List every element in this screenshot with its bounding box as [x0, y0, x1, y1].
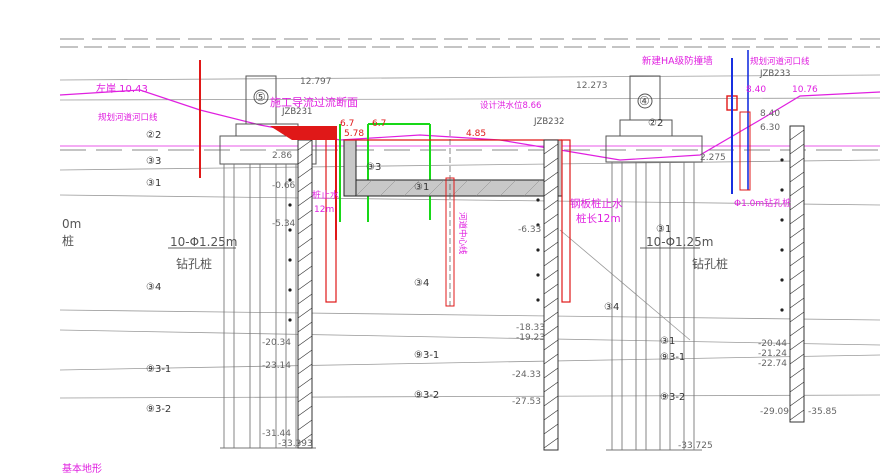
steel-pile-length-label: 桩长12m: [576, 212, 621, 225]
elev-7: 6.7: [372, 119, 386, 129]
left-bank-label: 左岸 10.43: [96, 82, 148, 95]
layer-tag: ③4: [414, 278, 429, 289]
elev-29: 8.40: [746, 85, 766, 95]
left-abutment: [219, 75, 317, 449]
left-pile-length-label: 12m: [314, 205, 334, 215]
elev-13: -6.33: [518, 225, 541, 235]
pier-mark-right: ④: [639, 94, 650, 108]
edge-top-label: 0m: [62, 217, 81, 231]
elev-26: -29.09: [760, 407, 789, 417]
right-drill-pile-label: Φ1.0m钻孔桩: [734, 197, 791, 209]
elev-18: -24.33: [512, 370, 541, 380]
layer-tag: ⑨3-1: [146, 364, 171, 375]
elev-16: -20.34: [262, 338, 291, 348]
elev-2: 12.273: [576, 81, 608, 91]
layer-tag: ⑨3-2: [414, 390, 439, 401]
layer-tag: ③1: [146, 178, 161, 189]
soil-layer-tags: ②2 ③3 ③1 ③4 ⑨3-1 ⑨3-2 ③3 ③1 ③4 ⑨3-1 ⑨3-2…: [146, 118, 685, 415]
elev-9: 2.86: [272, 151, 292, 161]
elev-22: -33.725: [678, 441, 713, 451]
elev-15: -19.23: [516, 333, 545, 343]
layer-tag: ②2: [146, 130, 161, 141]
diversion-channel: [343, 130, 563, 307]
edge-bottom-label: 桩: [62, 233, 74, 248]
elev-6: 6.7: [340, 119, 354, 129]
jz-mid-label: JZB232: [533, 117, 564, 127]
elevation-labels: 12.797 12.273 10.76 8.40 4.85 6.7 6.7 5.…: [262, 77, 837, 451]
flood-level-label: 设计洪水位8.66: [480, 100, 541, 111]
elev-25: -22.74: [758, 359, 787, 369]
elev-10: 2.275: [700, 153, 726, 163]
elev-5: 4.85: [466, 129, 486, 139]
elev-12: -5.34: [272, 219, 296, 229]
layer-tag: ③3: [366, 162, 381, 173]
jz-left-label: JZB231: [281, 107, 312, 117]
elev-23: -20.44: [758, 339, 787, 349]
layer-tag: ③4: [146, 282, 161, 293]
elev-8: 5.78: [344, 129, 364, 139]
layer-tag: ③4: [604, 302, 619, 313]
right-pile-type-label: 钻孔桩: [692, 256, 728, 271]
elev-1: 12.797: [300, 77, 332, 87]
right-abutment: [605, 75, 703, 451]
elev-17: -23.14: [262, 361, 291, 371]
jz-right-label: JZB233: [759, 69, 790, 79]
layer-tag: ③1: [414, 182, 429, 193]
elev-4: 8.40: [760, 109, 780, 119]
river-center-label: 河道中心线: [457, 212, 468, 255]
elev-14: -18.33: [516, 323, 545, 333]
layer-tag: ⑨3-2: [146, 404, 171, 415]
middle-steel-pile: [536, 139, 571, 451]
elev-11: -0.66: [272, 181, 296, 191]
elev-24: -21.24: [758, 349, 787, 359]
planned-river-right-label: 规划河道河口线: [750, 56, 810, 67]
layer-tag: ②2: [648, 118, 663, 129]
elev-3: 10.76: [792, 85, 818, 95]
bottom-fragment-label: 基本地形: [62, 462, 102, 474]
top-dashed-lines: [60, 38, 880, 151]
left-pile-note-label: 桩止水: [312, 189, 339, 201]
pier-marks: ⑤ ④: [255, 90, 650, 108]
far-right-wall: [726, 50, 805, 423]
layer-boundaries: [59, 74, 881, 399]
layer-tag: ③3: [146, 156, 161, 167]
layer-tag: ⑨3-1: [660, 352, 685, 363]
right-pile-group-label: 10-Φ1.25m: [646, 235, 713, 249]
elev-28: 6.30: [760, 123, 780, 133]
left-pile-group-label: 10-Φ1.25m: [170, 235, 237, 249]
elev-20: -31.44: [262, 429, 291, 439]
layer-tag: ③1: [660, 336, 675, 347]
left-cofferdam: [199, 60, 337, 303]
annotation-labels: 左岸 10.43 规划河道河口线 施工导流过流断面 设计洪水位8.66 新建HA…: [62, 55, 810, 474]
elev-19: -27.53: [512, 397, 541, 407]
layer-tag: ⑨3-1: [414, 350, 439, 361]
new-barrier-label: 新建HA级防撞墙: [642, 55, 713, 67]
layer-tag: ③1: [656, 224, 671, 235]
pier-mark-left: ⑤: [255, 90, 266, 104]
elev-21: -33.393: [278, 439, 313, 449]
layer-tag: ⑨3-2: [660, 392, 685, 403]
planned-river-left-label: 规划河道河口线: [98, 112, 158, 123]
design-note-label: 施工导流过流断面: [270, 95, 358, 109]
elev-27: -35.85: [808, 407, 837, 417]
steel-pile-label: 钢板桩止水: [570, 197, 623, 210]
left-pile-type-label: 钻孔桩: [176, 256, 212, 271]
